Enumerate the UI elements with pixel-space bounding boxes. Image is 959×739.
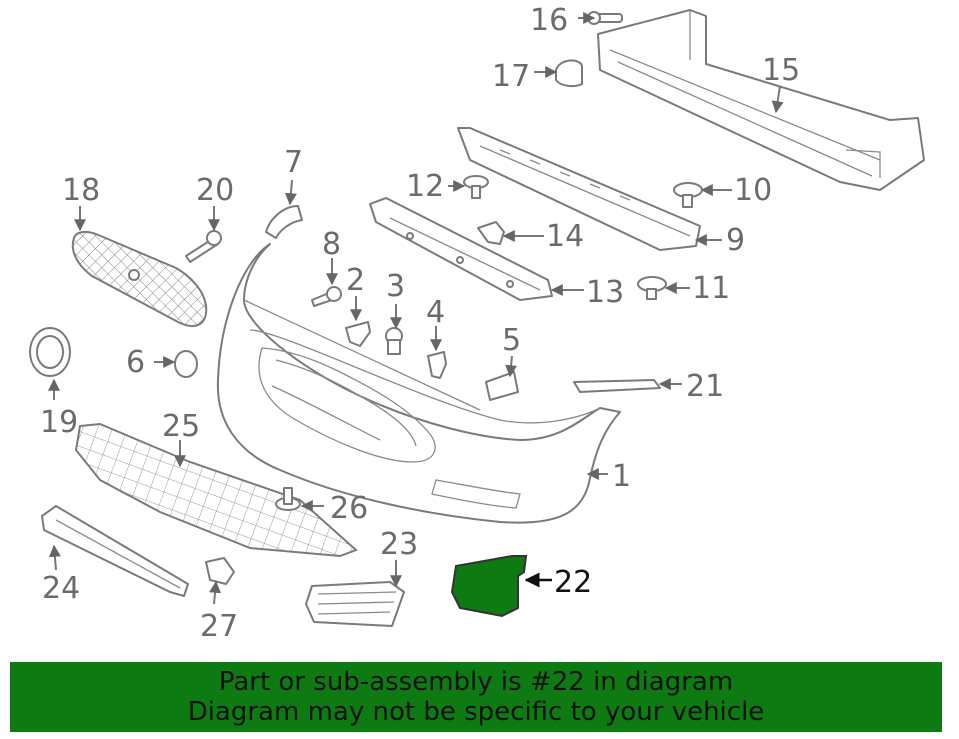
- lower-bracket-13: [369, 197, 553, 301]
- lower-strip-24: [41, 505, 189, 597]
- callout-17: 17: [492, 59, 530, 94]
- callout-16: 16: [530, 3, 568, 38]
- reinforcement-beam: [597, 9, 925, 191]
- parts-diagram: 1 2 3 4 5 6 7 8 9 10 11 12 13 14 15 16 1…: [29, 3, 925, 644]
- vent-23: [305, 581, 405, 627]
- undertray-25: [74, 422, 358, 558]
- cap-5: [485, 371, 519, 401]
- bracket-27: [205, 557, 235, 585]
- bolt-20: [185, 230, 222, 263]
- callout-23: 23: [380, 527, 418, 562]
- callout-18: 18: [62, 173, 100, 208]
- callout-labels: 1 2 3 4 5 6 7 8 9 10 11 12 13 14 15 16 1…: [40, 3, 800, 644]
- callout-4: 4: [426, 295, 445, 330]
- highlighted-part-22: [450, 555, 528, 618]
- clip-3: [385, 327, 403, 355]
- callout-20: 20: [196, 173, 234, 208]
- clip-4: [427, 351, 447, 379]
- callout-8: 8: [322, 227, 341, 262]
- bumper-cover-1: [216, 243, 621, 524]
- info-banner: Part or sub-assembly is #22 in diagram D…: [10, 662, 942, 732]
- upper-bracket-9: [457, 127, 701, 251]
- callout-10: 10: [734, 173, 772, 208]
- callout-11: 11: [692, 271, 730, 306]
- callout-3: 3: [386, 269, 405, 304]
- grille-18: [71, 230, 208, 327]
- clip-17: [555, 59, 583, 88]
- callout-13: 13: [586, 275, 624, 310]
- pushpin-11: [637, 276, 667, 300]
- banner-line-2: Diagram may not be specific to your vehi…: [187, 697, 765, 727]
- callout-6: 6: [126, 345, 145, 380]
- callout-9: 9: [726, 223, 745, 258]
- callout-25: 25: [162, 409, 200, 444]
- cap-6: [174, 350, 198, 378]
- pushpin-10: [673, 182, 703, 208]
- pushpin-12: [463, 175, 489, 199]
- callout-22: 22: [554, 565, 592, 600]
- callout-26: 26: [330, 491, 368, 526]
- leader-lines: [48, 12, 784, 605]
- fastener-26: [275, 487, 301, 511]
- callout-14: 14: [546, 219, 584, 254]
- callout-27: 27: [200, 609, 238, 644]
- callout-19: 19: [40, 405, 78, 440]
- strip-21: [573, 379, 661, 393]
- callout-24: 24: [42, 571, 80, 606]
- bracket-7: [265, 205, 303, 239]
- callout-12: 12: [406, 169, 444, 204]
- callout-15: 15: [762, 53, 800, 88]
- callout-5: 5: [502, 323, 521, 358]
- callout-7: 7: [284, 145, 303, 180]
- ring-19: [29, 327, 71, 377]
- callout-2: 2: [346, 263, 365, 298]
- callout-21: 21: [686, 369, 724, 404]
- clip-2: [345, 321, 371, 347]
- clip-14: [477, 221, 505, 245]
- banner-line-1: Part or sub-assembly is #22 in diagram: [218, 667, 734, 697]
- bolt-8: [311, 286, 342, 307]
- callout-1: 1: [612, 459, 631, 494]
